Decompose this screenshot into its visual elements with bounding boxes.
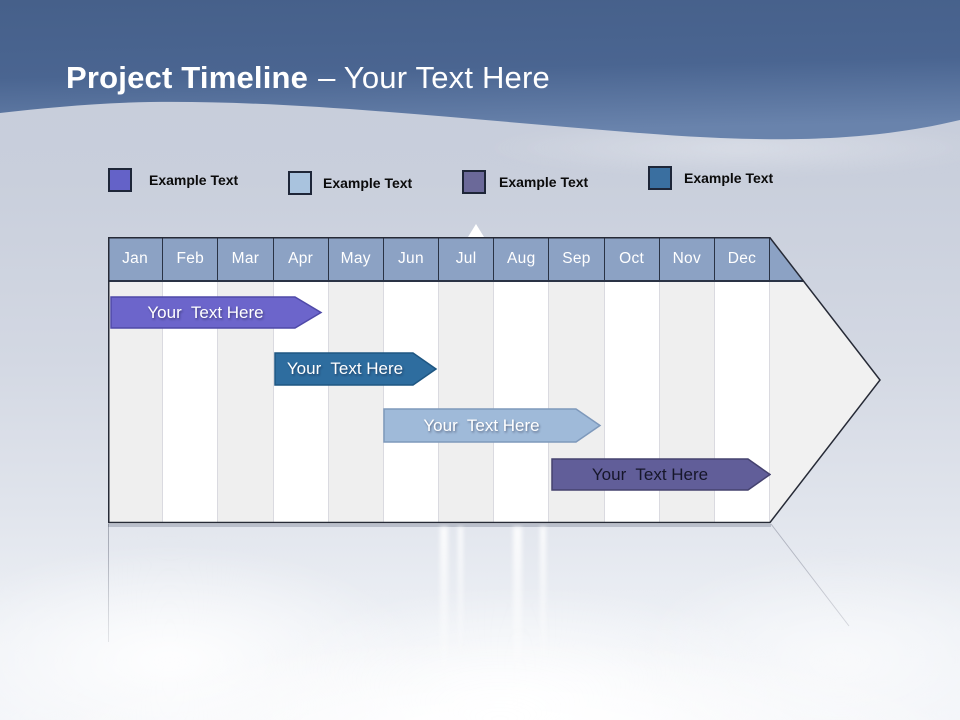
month-header-cell: Feb [163, 237, 219, 280]
page-title-bold: Project Timeline [66, 60, 309, 95]
legend-label: Example Text [149, 172, 239, 188]
legend-item: Example Text [462, 170, 588, 194]
current-position-marker-icon [468, 224, 484, 237]
month-header-cell: Oct [605, 237, 660, 280]
month-column [382, 282, 439, 523]
month-header-cell: Apr [274, 237, 329, 280]
task-bar-label: Your Text Here [286, 359, 404, 378]
header-wave [0, 0, 960, 140]
month-header-cell: Jun [384, 237, 440, 280]
task-bar: Your Text Here [110, 296, 323, 329]
month-column [493, 282, 549, 523]
task-bar-label: Your Text Here [147, 302, 264, 322]
month-header-cell: Jul [439, 237, 495, 280]
task-bar: Your Text Here [383, 408, 602, 443]
contrail [458, 527, 463, 677]
legend-item: Example Text [108, 168, 238, 192]
month-header-cell: Nov [660, 237, 715, 280]
month-header-extension [770, 237, 828, 280]
month-column [327, 282, 383, 523]
legend-swatch [462, 170, 486, 194]
month-header-cell: Jan [108, 237, 164, 280]
month-header-cell: Mar [218, 237, 274, 280]
legend-label: Example Text [323, 175, 413, 191]
legend-label: Example Text [499, 174, 589, 190]
page-title: Project Timeline – Your Text Here [66, 60, 550, 96]
month-header-cell: Sep [549, 237, 605, 280]
task-bar-label: Your Text Here [591, 464, 709, 484]
contrail [513, 527, 522, 712]
task-bar: Your Text Here [551, 458, 771, 491]
month-column [438, 282, 494, 523]
month-header-cell: May [329, 237, 384, 280]
month-header-cell: Dec [715, 237, 771, 280]
legend-swatch [108, 168, 132, 192]
legend-item: Example Text [288, 171, 412, 195]
legend-swatch [288, 171, 312, 195]
page-title-regular: – Your Text Here [318, 60, 550, 95]
task-bar-label: Your Text Here [423, 415, 540, 435]
contrail [440, 527, 448, 702]
task-bar: Your Text Here [274, 352, 438, 386]
legend-label: Example Text [684, 170, 774, 186]
legend-item: Example Text [648, 166, 773, 190]
month-header-cell: Aug [494, 237, 550, 280]
legend-swatch [648, 166, 672, 190]
month-header-row: Jan Feb Mar Apr May Jun Jul Aug Sep Oct … [108, 237, 828, 282]
contrail [540, 527, 546, 687]
